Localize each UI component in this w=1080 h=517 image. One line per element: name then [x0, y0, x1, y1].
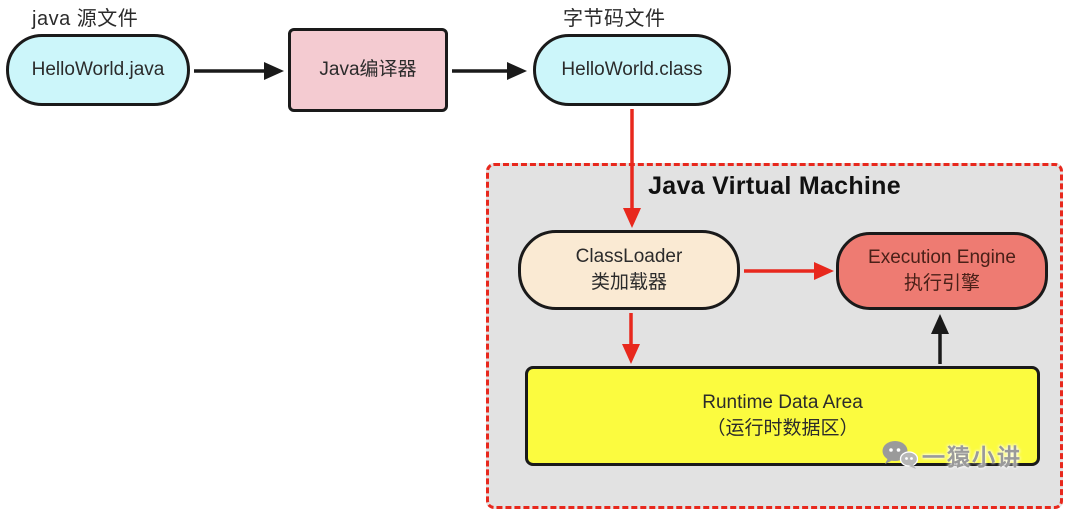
java-compiler-node-label: Java编译器	[319, 59, 417, 81]
runtime-data-area-node: Runtime Data Area （运行时数据区）	[525, 366, 1040, 466]
classloader-node-label-zh: 类加载器	[590, 272, 667, 293]
execution-engine-node-label-zh: 执行引擎	[903, 273, 980, 294]
classloader-node: ClassLoader 类加载器	[518, 230, 740, 310]
java-compiler-node: Java编译器	[288, 28, 448, 112]
watermark-text: 一猿小讲	[922, 444, 1022, 470]
runtime-data-area-node-label-en: Runtime Data Area	[702, 392, 863, 414]
source-file-node: HelloWorld.java	[6, 34, 190, 106]
bytecode-file-label: 字节码文件	[563, 8, 666, 30]
source-file-node-label: HelloWorld.java	[31, 59, 165, 81]
class-file-node-label: HelloWorld.class	[561, 59, 703, 81]
execution-engine-node-label-en: Execution Engine	[868, 247, 1016, 269]
classloader-node-label-en: ClassLoader	[575, 246, 683, 268]
wechat-bubbles-icon	[882, 441, 918, 469]
runtime-data-area-node-label-zh: （运行时数据区）	[706, 418, 859, 439]
class-file-node: HelloWorld.class	[533, 34, 731, 106]
execution-engine-node: Execution Engine 执行引擎	[836, 232, 1048, 310]
watermark: 一猿小讲	[882, 438, 1022, 472]
source-file-label: java 源文件	[32, 8, 139, 30]
jvm-title: Java Virtual Machine	[648, 172, 901, 200]
